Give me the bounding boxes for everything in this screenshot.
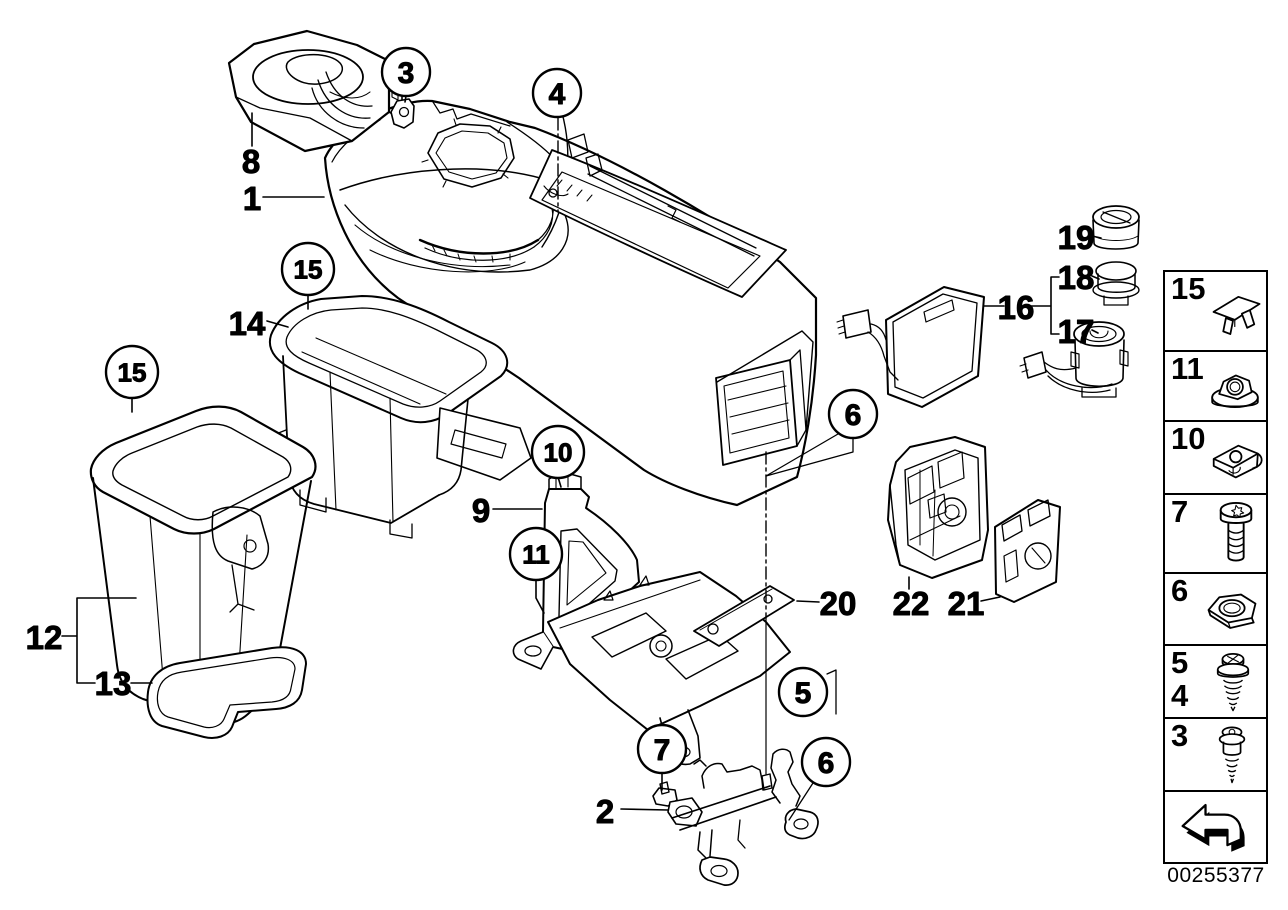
part-lower-bracket: [652, 748, 819, 886]
callout-label: 8: [242, 143, 260, 180]
fillister-head-screw-icon: [1219, 501, 1253, 561]
callout-11[interactable]: 11: [508, 526, 564, 582]
callout-17[interactable]: 17: [1057, 312, 1095, 350]
legend-item-15: 15: [1163, 270, 1268, 352]
part-tray-insert: [268, 295, 532, 539]
legend-item-3: 3: [1163, 717, 1268, 792]
legend-number: 5: [1171, 645, 1189, 680]
legend-number: 10: [1171, 421, 1206, 456]
callout-label: 1: [243, 180, 261, 217]
callout-14[interactable]: 14: [228, 304, 266, 342]
callout-circle: [636, 723, 688, 775]
callout-circle: [530, 424, 586, 480]
hex-nut-icon: [1207, 593, 1257, 629]
callout-20[interactable]: 20: [819, 584, 857, 622]
callout-label: 15: [118, 357, 147, 387]
part-compartment-door: [836, 286, 985, 408]
combination-screw-icon: [1216, 652, 1250, 711]
legend-item-5-4: 5 4: [1163, 644, 1268, 719]
callout-label: 6: [818, 747, 835, 780]
callout-label: 14: [229, 305, 266, 342]
callouts: 3 4 8 1 15 14 15 19: [25, 46, 1095, 830]
legend-number: 7: [1171, 494, 1189, 529]
legend-number: 4: [1171, 678, 1189, 713]
callout-circle: [280, 241, 336, 297]
callout-label: 5: [795, 677, 812, 710]
callout-13[interactable]: 13: [94, 664, 132, 702]
callout-1[interactable]: 1: [242, 179, 261, 217]
callout-circle: [827, 388, 879, 440]
drawing-number: 00255377: [1167, 864, 1265, 887]
callout-label: 12: [26, 619, 63, 656]
callout-label: 22: [893, 585, 930, 622]
legend-item-10: 10: [1163, 420, 1268, 495]
callout-3[interactable]: 3: [380, 46, 432, 98]
callout-label: 20: [820, 585, 857, 622]
leader-lines: [61, 95, 1102, 821]
callout-7[interactable]: 7: [636, 723, 688, 775]
callout-label: 4: [549, 78, 566, 111]
callout-2[interactable]: 2: [595, 792, 614, 830]
part-lighter-socket-set: [1019, 205, 1140, 398]
callout-label: 7: [654, 734, 671, 767]
callout-label: 3: [398, 57, 415, 90]
callout-label: 10: [544, 437, 573, 467]
callout-5[interactable]: 5: [777, 666, 829, 718]
callout-label: 13: [95, 665, 132, 702]
callout-label: 19: [1058, 219, 1095, 256]
legend-number: 15: [1171, 271, 1206, 306]
direction-arrow-icon: [1180, 803, 1245, 852]
callout-circle: [800, 736, 852, 788]
callout-15-bin[interactable]: 15: [104, 344, 160, 400]
callout-22[interactable]: 22: [892, 584, 930, 622]
callout-label: 2: [596, 793, 614, 830]
part-switch-carrier: [887, 436, 989, 579]
callout-12[interactable]: 12: [25, 618, 63, 656]
clip-nut-icon: [1212, 444, 1263, 478]
part-mount-strip: [693, 585, 795, 647]
part-rubber-mat: [146, 646, 307, 739]
legend-number: 3: [1171, 718, 1189, 753]
callout-10[interactable]: 10: [530, 424, 586, 480]
callout-9[interactable]: 9: [471, 491, 490, 529]
flange-nut-icon: [1211, 374, 1259, 408]
callout-circle: [380, 46, 432, 98]
fastener-legend: 15 11 10: [1163, 270, 1268, 864]
callout-4[interactable]: 4: [531, 67, 583, 119]
callout-label: 16: [998, 289, 1035, 326]
callout-6-lower[interactable]: 6: [800, 736, 852, 788]
part-screw-tab: [390, 98, 415, 129]
retaining-clip-icon: [1212, 295, 1261, 335]
callout-label: 21: [948, 585, 985, 622]
callout-15-tray[interactable]: 15: [280, 241, 336, 297]
callout-19[interactable]: 19: [1057, 218, 1095, 256]
legend-item-11: 11: [1163, 350, 1268, 422]
callout-6-upper[interactable]: 6: [827, 388, 879, 440]
callout-label: 17: [1058, 313, 1095, 350]
callout-circle: [104, 344, 160, 400]
callout-label: 6: [845, 399, 862, 432]
callout-18[interactable]: 18: [1057, 258, 1095, 296]
callout-circle: [508, 526, 564, 582]
callout-label: 9: [472, 492, 490, 529]
legend-number: 11: [1171, 351, 1204, 386]
callout-label: 11: [522, 539, 550, 569]
part-rear-panel: [994, 499, 1061, 603]
callout-16[interactable]: 16: [997, 288, 1035, 326]
callout-label: 18: [1058, 259, 1095, 296]
callout-label: 15: [294, 254, 323, 284]
callout-21[interactable]: 21: [947, 584, 985, 622]
callout-circle: [777, 666, 829, 718]
legend-item-7: 7: [1163, 493, 1268, 574]
legend-item-arrow: [1163, 790, 1268, 864]
callout-circle: [531, 67, 583, 119]
combination-screw-pointed-icon: [1218, 726, 1246, 783]
callout-8[interactable]: 8: [241, 142, 260, 180]
legend-item-6: 6: [1163, 572, 1268, 646]
legend-number: 6: [1171, 573, 1189, 608]
